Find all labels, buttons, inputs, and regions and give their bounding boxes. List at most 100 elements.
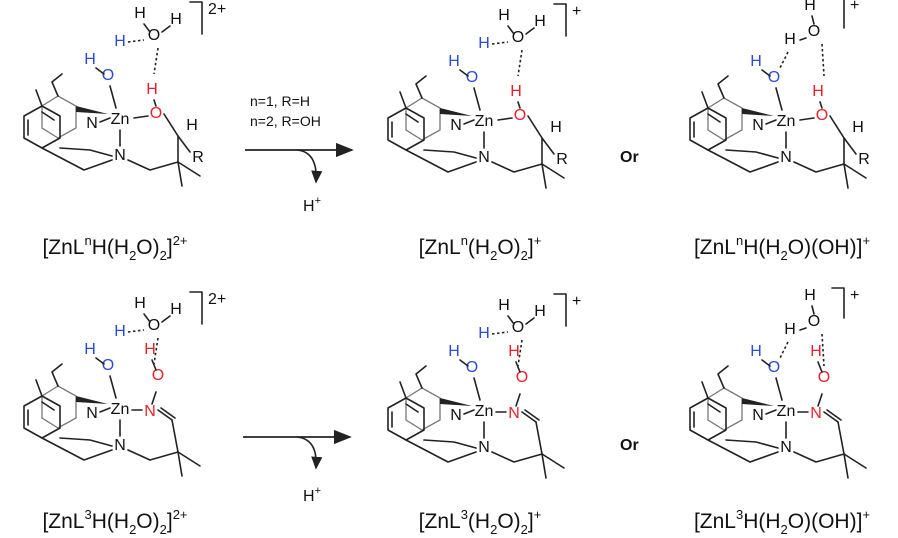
zn-o-bond — [473, 377, 481, 401]
methyl-group — [399, 91, 407, 109]
pyridine-ring-back — [707, 97, 743, 141]
charge: 2+ — [208, 291, 226, 308]
methyl-group — [177, 161, 183, 187]
hydrogen-bond — [491, 41, 509, 45]
r-group: R — [858, 151, 870, 168]
c-r-bond — [843, 137, 857, 155]
methyl-group — [51, 363, 63, 387]
alkyl-chain — [837, 421, 845, 455]
n-o-bond — [151, 391, 157, 405]
amine-nitrogen: N — [478, 149, 490, 166]
hydroxide-hydrogen: H — [804, 287, 816, 304]
hydrogen-bond — [127, 329, 145, 333]
oxime-oxygen: O — [516, 369, 528, 386]
pyridine-ring-back — [41, 385, 77, 429]
c-n-double-bond — [157, 409, 173, 421]
alkyl-chain — [793, 161, 845, 173]
zn-o-bond — [497, 117, 513, 121]
condition-line-2: n=2, R=OH — [250, 113, 321, 129]
o-h-bond — [153, 99, 157, 107]
o-h-bond — [95, 67, 105, 75]
charge: + — [572, 293, 581, 310]
free-water-hydrogen: H — [134, 295, 146, 312]
bridging-hydrogen: H — [784, 31, 796, 48]
c-n-double-bond — [524, 409, 540, 421]
free-water-hydrogen: H — [534, 13, 546, 30]
zinc-atom: Zn — [777, 403, 796, 420]
aromatic-double-bonds — [693, 403, 721, 428]
o-h-bond — [517, 101, 521, 109]
o-c-bond — [527, 115, 543, 139]
methyl-group — [701, 91, 709, 109]
charge: + — [850, 0, 859, 14]
r-group: R — [556, 151, 568, 168]
pyridine-nitrogen: N — [752, 407, 764, 424]
charge-bracket — [189, 291, 203, 325]
free-water-oxygen: O — [148, 27, 160, 44]
zinc-atom: Zn — [777, 113, 796, 130]
water-hydrogen: H — [114, 33, 126, 50]
o-h-bond — [507, 25, 515, 35]
methine-hydrogen: H — [550, 119, 562, 136]
alkyl-chain — [127, 449, 179, 461]
methyl-group — [541, 453, 565, 469]
wedge-bond — [742, 398, 774, 406]
o-c-bond — [163, 113, 179, 137]
aromatic-double-bonds — [693, 113, 721, 138]
hydrogen-bond — [821, 43, 825, 77]
water-hydrogen: H — [84, 341, 96, 358]
ligand-oxygen: O — [514, 107, 526, 124]
c-r-bond — [541, 137, 555, 155]
hydroxide-oxygen: O — [808, 23, 820, 40]
charge-bracket — [843, 0, 845, 29]
n-zn-bond — [765, 119, 777, 125]
bridging-hydrogen: H — [784, 321, 796, 338]
methyl-group — [51, 73, 63, 97]
byproduct-proton: H+ — [303, 195, 321, 215]
charge-bracket — [553, 293, 567, 327]
pyridylmethyl-arm — [707, 439, 779, 463]
wedge-bond — [440, 108, 472, 116]
water-hydrogen: H — [750, 53, 762, 70]
free-water-oxygen: O — [512, 29, 524, 46]
methyl-group — [717, 365, 729, 389]
o-h-bond — [525, 317, 535, 325]
free-water-oxygen: O — [148, 317, 160, 334]
methyl-group — [415, 365, 427, 389]
free-water-hydrogen: H — [134, 5, 146, 22]
n-zn-bond — [463, 409, 475, 415]
alkyl-chain — [491, 161, 543, 173]
hydrogen-bond — [821, 333, 825, 367]
o-h-bond — [525, 27, 535, 35]
water-oxygen: O — [102, 67, 114, 84]
o-h-bond — [761, 69, 771, 77]
hydrogen-bond — [153, 47, 159, 75]
oxime-oxygen: O — [152, 367, 164, 384]
amine-nitrogen: N — [780, 149, 792, 166]
pyridine-nitrogen: N — [86, 405, 98, 422]
reaction-arrow-2: H+ — [243, 429, 352, 505]
methyl-group — [843, 163, 867, 179]
o-h-bond — [143, 313, 151, 323]
free-water-oxygen: O — [512, 319, 524, 336]
hydrogen-bond — [779, 51, 789, 69]
hydrogen-bond — [491, 331, 509, 335]
amine-nitrogen: N — [780, 439, 792, 456]
free-water-hydrogen: H — [498, 7, 510, 24]
n-o-bond — [817, 393, 823, 407]
o-h-bond — [799, 37, 807, 41]
free-water-hydrogen: H — [534, 303, 546, 320]
methyl-group — [177, 161, 201, 177]
amine-nitrogen: N — [478, 439, 490, 456]
species-label: [ZnL3(H2O)2]+ — [419, 507, 542, 537]
oxime-nitrogen: N — [508, 405, 520, 422]
pyridine-nitrogen: N — [450, 407, 462, 424]
charge: + — [850, 287, 859, 304]
species-label: [ZnL3H(H2O)2]2+ — [42, 507, 187, 537]
pyridine-nitrogen: N — [450, 117, 462, 134]
zn-o-bond — [109, 375, 117, 399]
